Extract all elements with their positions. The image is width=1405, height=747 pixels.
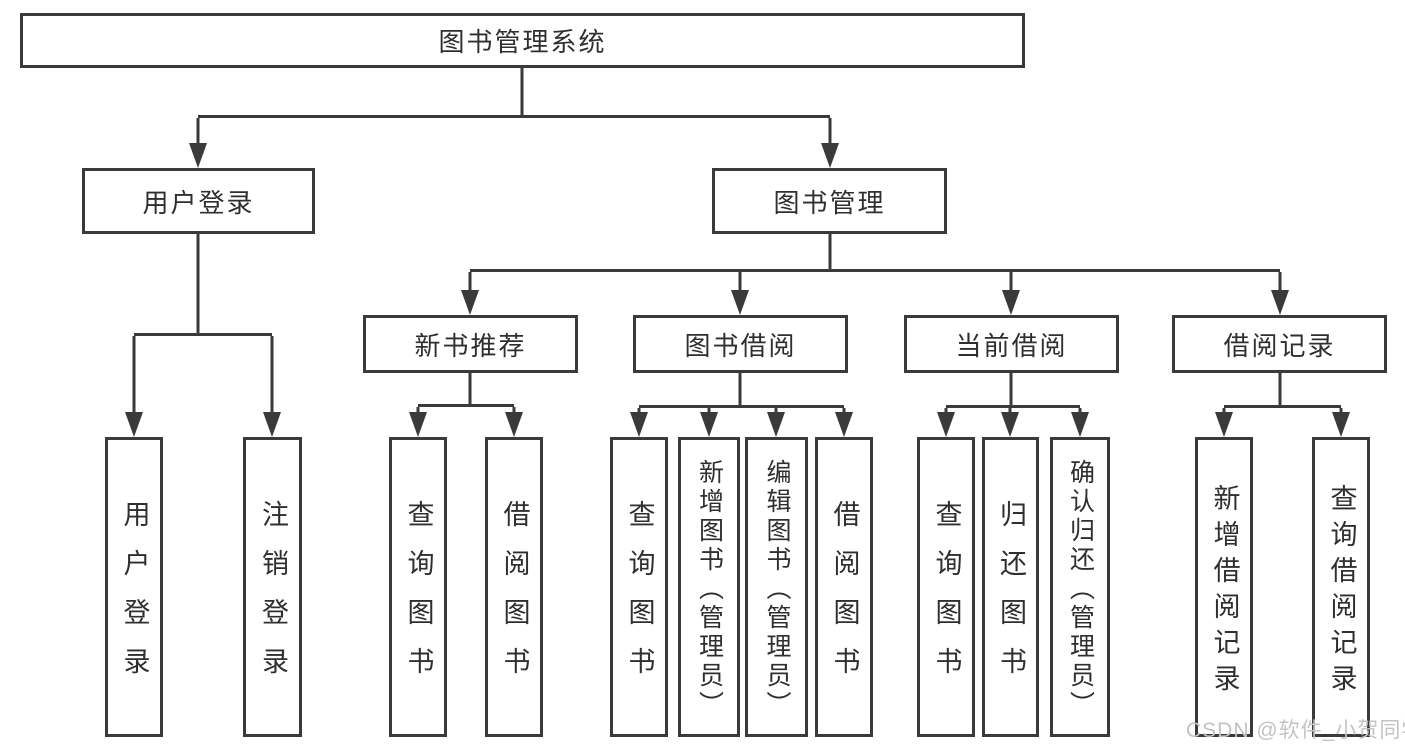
node-book-management: 图书管理 — [712, 168, 947, 234]
node-return-books: 归还图书 — [982, 437, 1039, 737]
csdn-watermark: CSDN @软件_小贺同学 — [1186, 719, 1405, 742]
node-query-borrow-record: 查询借阅记录 — [1312, 437, 1370, 737]
node-borrow-books-recommend: 借阅图书 — [485, 437, 543, 737]
node-query-books-current: 查询图书 — [917, 437, 975, 737]
node-user-login-group: 用户登录 — [82, 168, 315, 234]
node-query-books-borrow: 查询图书 — [610, 437, 668, 737]
node-library-management-system: 图书管理系统 — [20, 13, 1025, 68]
node-edit-books-admin: 编辑图书（管理员） — [745, 437, 808, 737]
node-current-borrowing: 当前借阅 — [904, 315, 1119, 373]
node-borrow-books-borrow: 借阅图书 — [815, 437, 873, 737]
node-logout-login: 注销登录 — [243, 437, 302, 737]
node-confirm-return-admin: 确认归还（管理员） — [1050, 437, 1110, 737]
node-add-borrow-record: 新增借阅记录 — [1195, 437, 1253, 737]
node-query-books-recommend: 查询图书 — [389, 437, 447, 737]
node-borrowing-records: 借阅记录 — [1172, 315, 1387, 373]
node-book-borrowing: 图书借阅 — [633, 315, 848, 373]
node-add-books-admin: 新增图书（管理员） — [678, 437, 740, 737]
node-user-login: 用户登录 — [105, 437, 163, 737]
node-new-book-recommendation: 新书推荐 — [363, 315, 578, 373]
